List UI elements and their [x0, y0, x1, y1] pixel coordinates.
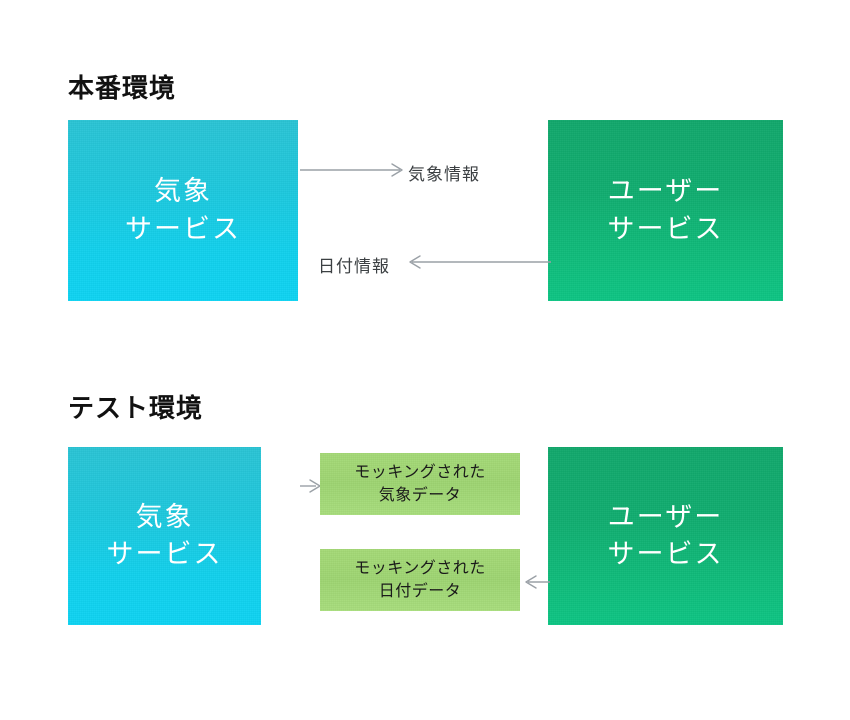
user-service-label-test: ユーザー サービス — [607, 501, 724, 569]
arrow-left-mock-date-icon — [525, 575, 550, 589]
user-service-label-production: ユーザー サービス — [607, 176, 724, 244]
section-title-test: テスト環境 — [68, 393, 204, 423]
user-service-box-production: ユーザー サービス — [548, 120, 783, 301]
arrow-left-date-info-icon — [409, 255, 551, 269]
weather-service-box-production: 気象 サービス — [68, 120, 298, 301]
mock-weather-data-label: モッキングされた 気象データ — [354, 463, 486, 504]
mock-date-data-box: モッキングされた 日付データ — [320, 549, 520, 611]
arrow-label-weather-info: 気象情報 — [408, 165, 480, 184]
weather-service-box-test: 気象 サービス — [68, 447, 261, 625]
arrow-right-weather-info-icon — [300, 163, 403, 177]
weather-service-label-test: 気象 サービス — [106, 501, 223, 569]
mock-weather-data-box: モッキングされた 気象データ — [320, 453, 520, 515]
mock-date-data-label: モッキングされた 日付データ — [354, 559, 486, 600]
weather-service-label-production: 気象 サービス — [125, 176, 241, 244]
arrow-right-mock-weather-icon — [300, 479, 321, 493]
user-service-box-test: ユーザー サービス — [548, 447, 783, 625]
section-title-production: 本番環境 — [68, 73, 177, 103]
arrow-label-date-info: 日付情報 — [318, 257, 390, 276]
